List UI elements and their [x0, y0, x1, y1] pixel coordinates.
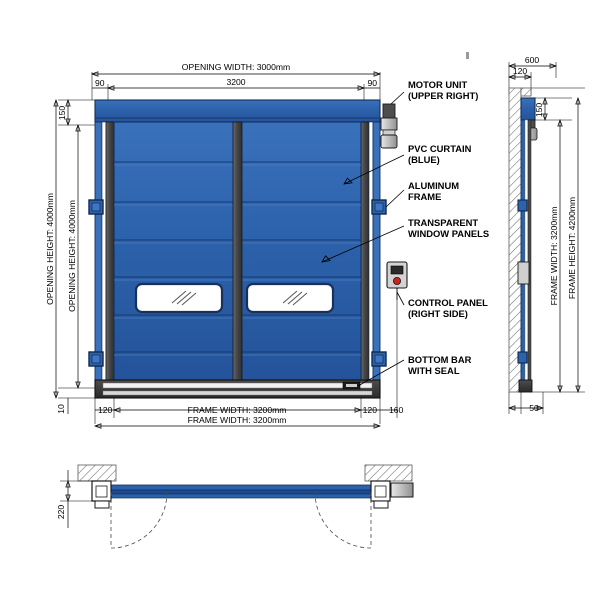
annotations-group: MOTOR UNIT (UPPER RIGHT) PVC CURTAIN (BL…	[321, 79, 489, 387]
frame-depth-label: 120	[513, 66, 528, 76]
side-frame-height-label: FRAME HEIGHT: 4200mm	[567, 197, 577, 299]
annotation-motor-unit-line1: MOTOR UNIT	[408, 79, 467, 90]
side-section-view: 600 120 150	[507, 55, 585, 414]
glass-reflection-icon	[171, 290, 197, 306]
center-mullion	[232, 121, 243, 381]
glass-reflection-icon	[282, 290, 308, 306]
plan-curtain-band	[109, 484, 373, 491]
annotation-control-panel-line1: CONTROL PANEL	[408, 297, 488, 308]
frame-width-overall-label: FRAME WIDTH: 3200mm	[188, 415, 287, 425]
front-top-dimensions: OPENING WIDTH: 3000mm 3200 90 90	[90, 62, 382, 100]
opening-height-outer-label: OPENING HEIGHT: 4000mm	[45, 193, 55, 305]
annotation-motor-unit-line2: (UPPER RIGHT)	[408, 90, 478, 101]
annotation-pvc-curtain-line2: (BLUE)	[408, 154, 440, 165]
wall-section-hatch	[508, 87, 522, 393]
plan-view: 220	[56, 464, 414, 549]
annotation-window-panels-line2: WINDOW PANELS	[408, 228, 489, 239]
stray-mark	[466, 52, 469, 59]
plan-motor-unit	[390, 482, 414, 498]
right-jamb-label: 90	[367, 78, 377, 88]
motor-offset-label: 160	[389, 405, 404, 415]
front-view-door	[88, 99, 408, 399]
side-control-panel	[517, 261, 530, 285]
opening-width-label: OPENING WIDTH: 3000mm	[182, 62, 290, 72]
bottom-bar-assembly	[94, 379, 381, 399]
motor-unit-front	[380, 103, 398, 149]
door-header-box	[94, 99, 381, 123]
control-panel-display	[390, 265, 404, 275]
emergency-stop-button[interactable]	[392, 276, 401, 285]
annotation-aluminum-frame-line1: ALUMINUM	[408, 180, 459, 191]
opening-height-inner-label: OPENING HEIGHT: 4000mm	[67, 200, 77, 312]
sill-label: 10	[56, 404, 66, 414]
front-bottom-dimensions: 120 FRAME WIDTH: 3200mm 120 160 FRAME WI…	[93, 300, 404, 429]
wall-depth-label: 600	[525, 55, 540, 65]
left-frame-label: 120	[98, 405, 113, 415]
side-bottom-bar	[518, 379, 533, 393]
frame-width-inner-label: FRAME WIDTH: 3200mm	[188, 405, 287, 415]
frame-brackets	[88, 199, 387, 367]
left-jamb-label: 90	[95, 78, 105, 88]
plan-jamb-left	[91, 480, 112, 509]
overall-width-label: 3200	[226, 77, 245, 87]
right-frame-label: 120	[363, 405, 378, 415]
plan-wall-left	[77, 464, 117, 482]
side-frame-width-label: FRAME WIDTH: 3200mm	[549, 207, 559, 306]
window-panel-left	[134, 282, 224, 314]
plan-depth-label: 220	[56, 505, 66, 520]
window-panel-right	[245, 282, 335, 314]
annotation-bottom-bar-line1: BOTTOM BAR	[408, 354, 472, 365]
side-base-label: 50	[529, 403, 539, 413]
annotation-pvc-curtain-line1: PVC CURTAIN	[408, 143, 472, 154]
annotation-control-panel-line2: (RIGHT SIDE)	[408, 308, 468, 319]
annotation-bottom-bar-line2: WITH SEAL	[408, 365, 460, 376]
side-header-height-label: 150	[534, 103, 544, 118]
side-bracket-lower	[517, 351, 528, 364]
side-curtain-section	[520, 119, 526, 393]
annotation-window-panels-line1: TRANSPARENT	[408, 217, 478, 228]
side-bracket-upper	[517, 199, 528, 212]
side-header-box	[520, 97, 536, 121]
plan-wall-right	[364, 464, 413, 482]
control-panel-front	[386, 261, 408, 300]
header-height-label: 150	[57, 106, 67, 121]
front-left-dimensions: 150 OPENING HEIGHT: 4000mm OPENING HEIGH…	[45, 98, 96, 414]
annotation-aluminum-frame-line2: FRAME	[408, 191, 441, 202]
plan-jamb-right	[370, 480, 414, 509]
